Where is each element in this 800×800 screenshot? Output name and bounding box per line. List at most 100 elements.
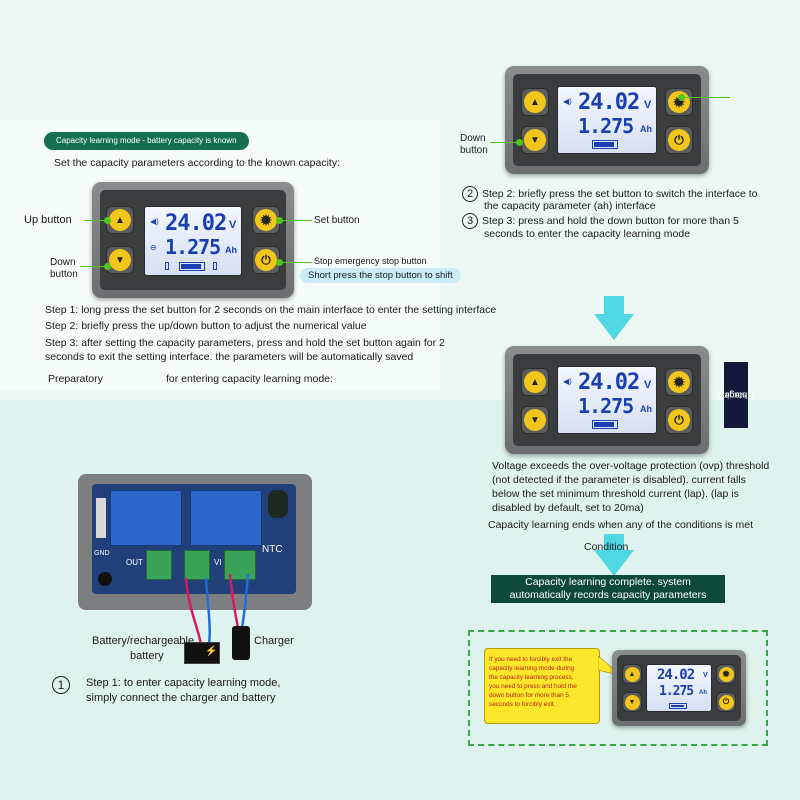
up-button-3[interactable]: ▲ (521, 368, 549, 396)
pin-header (96, 498, 106, 538)
battery-level-icon (179, 262, 205, 271)
down-arrow-icon: ▼ (524, 409, 546, 431)
capacity-known-pill: Capacity learning mode - battery capacit… (44, 132, 249, 150)
down-button-2[interactable]: ▼ (521, 126, 549, 154)
left-step-3b: seconds to exit the setting interface. t… (45, 351, 414, 363)
battery-level-icon (592, 140, 618, 149)
relay-2 (190, 490, 262, 546)
voltage-value: 24.02 (578, 370, 640, 395)
pcb-board: OUT VI NTC GND (92, 484, 296, 594)
up-arrow-icon: ▲ (624, 666, 640, 682)
voltage-unit: V (703, 672, 708, 679)
board-label-ntc: NTC (262, 544, 283, 555)
down-button-3[interactable]: ▼ (521, 406, 549, 434)
voltage-value: 24.02 (165, 211, 227, 236)
left-step-2: Step 2: briefly press the up/down button… (45, 320, 367, 332)
down-arrow-icon: ▼ (624, 694, 640, 710)
set-button[interactable]: ✹ (252, 206, 280, 234)
device-force-exit: ▲ ▼ ✹ ⏻ 24.02 V 1.275 Ah (612, 650, 746, 726)
condition-line-3: below the set minimum threshold current … (492, 488, 739, 500)
set-button-3[interactable]: ✹ (665, 368, 693, 396)
preparatory-label-2: for entering capacity learning mode: (166, 373, 333, 385)
capacity-value: 1.275 (165, 235, 221, 259)
preparatory-label: Preparatory (48, 373, 103, 385)
stop-button-2[interactable]: ⏻ (665, 126, 693, 154)
capacity-unit: Ah (699, 690, 707, 696)
step-1-number: 1 (52, 676, 70, 694)
down-button-label-2: button (50, 269, 78, 280)
condition-end: Capacity learning ends when any of the c… (488, 519, 753, 531)
capacity-value: 1.275 (578, 114, 634, 138)
charger-label: Charger (254, 635, 294, 647)
step-2-text-2: the capacity parameter (ah) interface (484, 200, 656, 212)
relay-1 (110, 490, 182, 546)
down-arrow-icon: ▼ (109, 249, 131, 271)
device-charging: ▲ ▼ ✹ ⏻ ◀) 24.02 V 1.275 Ah (505, 346, 709, 454)
down-arrow-icon: ▼ (524, 129, 546, 151)
down-button[interactable]: ▼ (106, 246, 134, 274)
condition-line-4: disabled by default, set to 20ma) (492, 502, 644, 514)
intro-text: Set the capacity parameters according to… (54, 157, 340, 169)
power-icon: ⏻ (255, 249, 277, 271)
capacity-value: 1.275 (659, 684, 694, 699)
voltage-value: 24.02 (578, 90, 640, 115)
stop-button-4[interactable]: ⏻ (716, 692, 736, 712)
lcd-screen-4: 24.02 V 1.275 Ah (646, 664, 712, 712)
plug-icon (213, 262, 217, 270)
left-step-1: Step 1: long press the set button for 2 … (45, 304, 497, 316)
lcd-screen: ◀) 24.02 V 1.275 Ah ⊖ (144, 206, 242, 276)
capacity-value: 1.275 (578, 394, 634, 418)
set-button-label: Set button (314, 215, 360, 226)
up-button-4[interactable]: ▲ (622, 664, 642, 684)
step-3-number: 3 (462, 213, 478, 229)
board-label-gnd: GND (94, 550, 110, 557)
arrow-down-icon (594, 296, 634, 340)
battery-icon: ⚡ (184, 642, 220, 664)
left-step-3a: Step 3: after setting the capacity param… (45, 337, 445, 349)
force-exit-box (468, 630, 768, 746)
stop-button-label: Stop emergency stop button (314, 256, 427, 266)
left-step-1-line1: Step 1: to enter capacity learning mode, (86, 677, 281, 689)
capacity-unit: Ah (225, 245, 237, 255)
battery-level-icon (669, 703, 687, 709)
power-icon: ⏻ (668, 409, 690, 431)
shift-note: Short press the stop button to shift (300, 268, 461, 283)
terminal-bat (184, 550, 210, 580)
battery-label-1: Battery/rechargeable (92, 635, 195, 647)
device-step2: ▲ ▼ ✹ ⏻ ◀) 24.02 V 1.275 Ah (505, 66, 709, 174)
complete-band-1: Capacity learning complete. system (491, 575, 725, 589)
up-arrow-icon: ▲ (524, 91, 546, 113)
down-label-right-2: button (460, 145, 488, 156)
charger-icon (232, 626, 250, 660)
board-label-vi: VI (214, 558, 222, 567)
down-button-4[interactable]: ▼ (622, 692, 642, 712)
capacity-unit: Ah (640, 404, 652, 414)
set-button-4[interactable]: ✹ (716, 664, 736, 684)
battery-label-2: battery (130, 650, 164, 662)
device-main: ▲ ▼ ✹ ⏻ ◀) 24.02 V 1.275 Ah ⊖ (92, 182, 294, 298)
set-button-2[interactable]: ✹ (665, 88, 693, 116)
stop-button-3[interactable]: ⏻ (665, 406, 693, 434)
speaker-icon: ◀) (563, 97, 572, 106)
condition-label: Condition (584, 541, 629, 553)
gear-icon: ✹ (255, 209, 277, 231)
capacity-unit: Ah (640, 124, 652, 134)
stop-button[interactable]: ⏻ (252, 246, 280, 274)
left-step-1-line2: simply connect the charger and battery (86, 692, 276, 704)
power-icon: ⏻ (668, 129, 690, 151)
up-button-2[interactable]: ▲ (521, 88, 549, 116)
speaker-icon: ◀) (563, 377, 572, 386)
force-exit-note: If you need to forcibly exit the capacit… (484, 648, 600, 724)
speaker-icon: ◀) (150, 217, 159, 226)
voltage-unit: V (644, 99, 652, 111)
gear-icon: ✹ (668, 371, 690, 393)
down-button-label-1: Down (50, 257, 76, 268)
voltage-unit: V (644, 379, 652, 391)
up-arrow-icon: ▲ (109, 209, 131, 231)
capacitor (268, 490, 288, 518)
complete-band-2: automatically records capacity parameter… (491, 589, 725, 603)
step-3-text-2: seconds to enter the capacity learning m… (484, 228, 691, 240)
voltage-unit: V (229, 219, 237, 231)
